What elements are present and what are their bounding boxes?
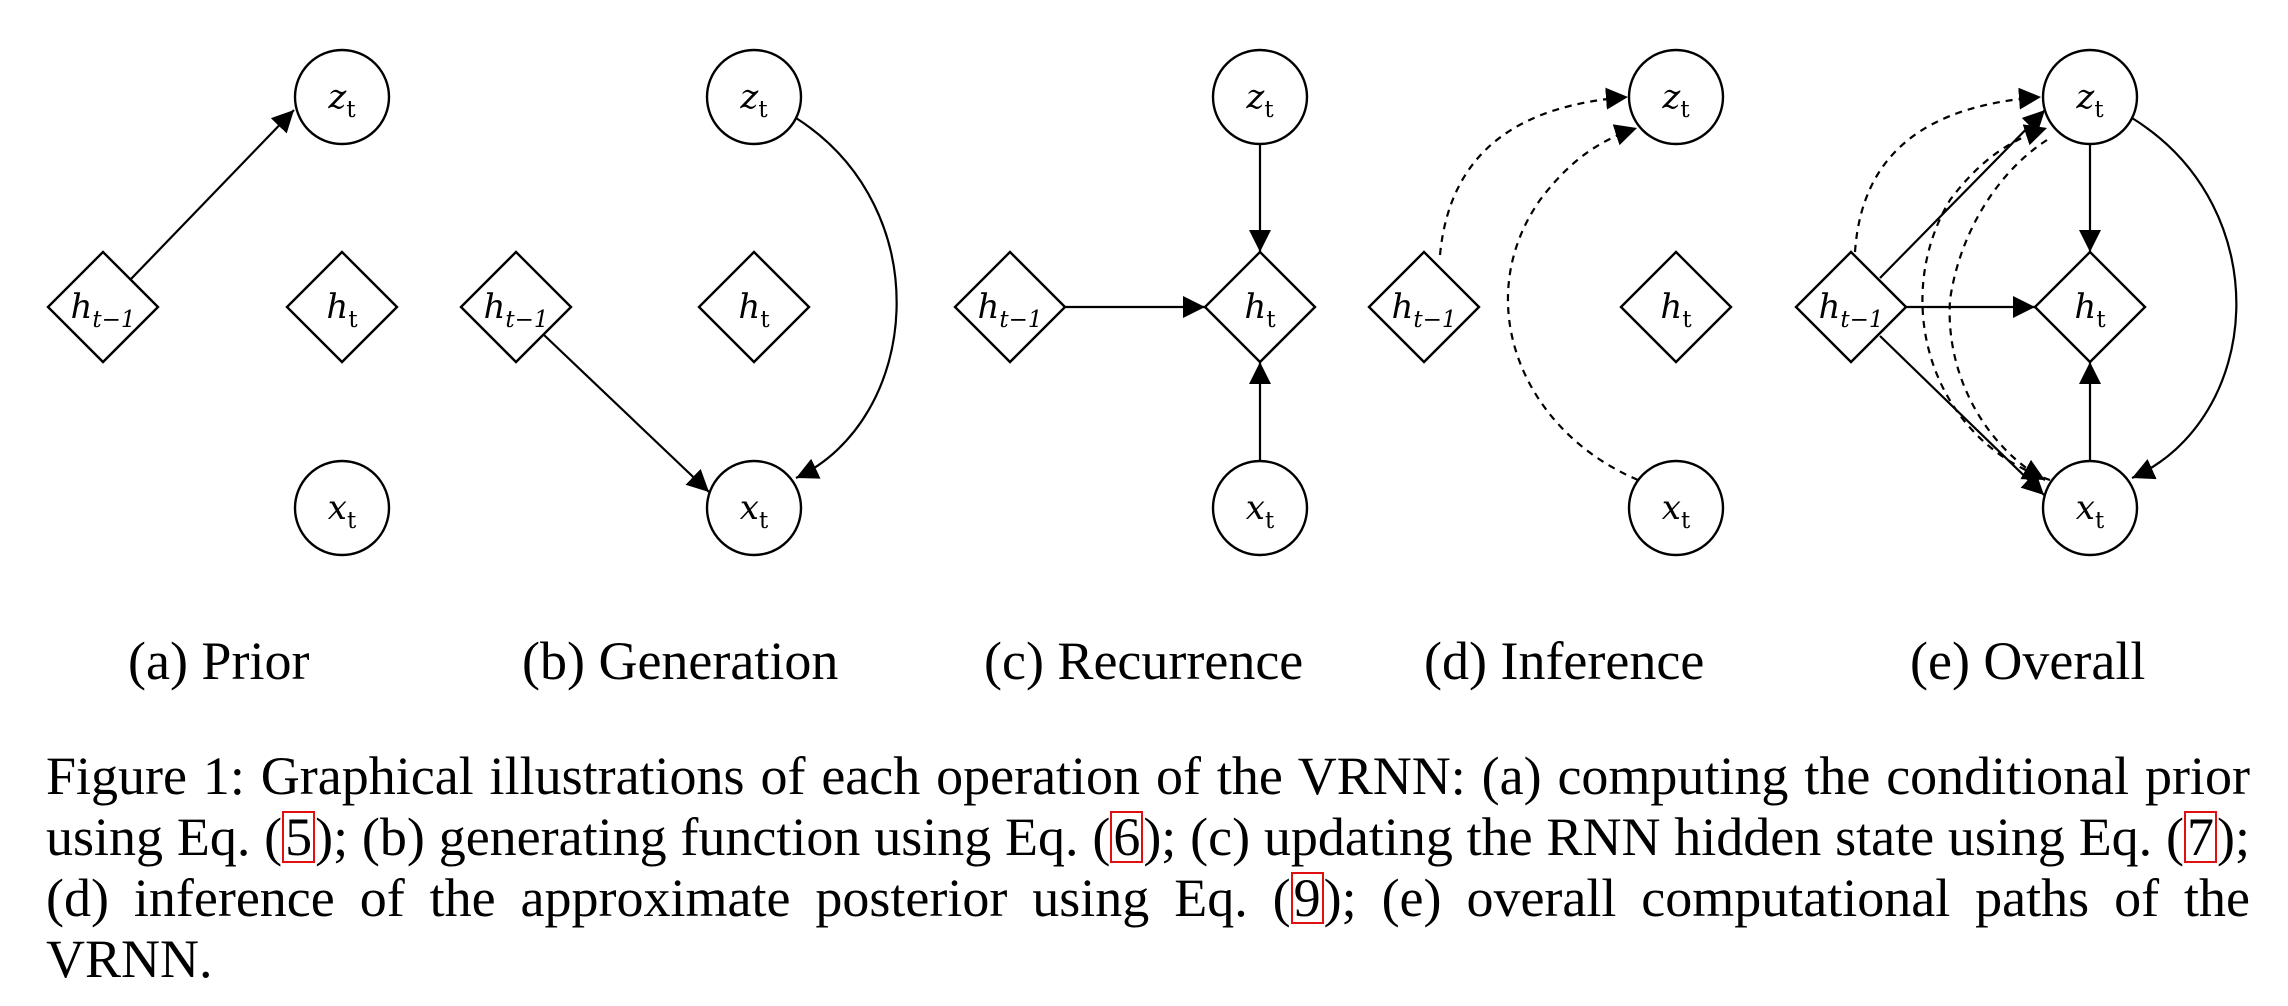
node-z-c: zt xyxy=(1211,48,1309,146)
node-hprev-a: ht−1 xyxy=(46,250,160,364)
node-h-a: ht xyxy=(285,250,399,364)
svg-text:zt: zt xyxy=(327,77,356,123)
edge-hprev-to-z-e xyxy=(1879,109,2046,279)
node-h-c: ht xyxy=(1203,250,1317,364)
equation-ref-5[interactable]: 5 xyxy=(282,810,316,864)
node-z-a: zt xyxy=(293,48,391,146)
svg-text:ht−1: ht−1 xyxy=(1391,287,1456,333)
node-hprev-e: ht−1 xyxy=(1794,250,1908,364)
svg-text:zt: zt xyxy=(2075,77,2104,123)
svg-text:ht: ht xyxy=(1244,287,1276,333)
equation-ref-7[interactable]: 7 xyxy=(2183,810,2217,864)
vrnn-figure: zt ht−1 ht xt zt ht−1 ht xt zt ht−1 ht xt zt ht−1 ht xt… xyxy=(46,48,2238,557)
subfigure-label-recurrence: (c) Recurrence xyxy=(984,631,1304,691)
svg-text:ht−1: ht−1 xyxy=(483,287,548,333)
svg-text:ht−1: ht−1 xyxy=(70,287,135,333)
subfigure-label-generation: (b) Generation xyxy=(522,631,839,691)
node-x-c: xt xyxy=(1211,459,1309,557)
node-h-d: ht xyxy=(1619,250,1733,364)
svg-text:xt: xt xyxy=(740,488,769,534)
svg-text:ht: ht xyxy=(1660,287,1692,333)
edge-z-to-x-e-dashed xyxy=(1948,139,2048,481)
node-h-e: ht xyxy=(2033,250,2147,364)
edge-x-to-z-e-dashed xyxy=(1921,124,2051,482)
edge-hprev-to-z-a xyxy=(130,109,295,280)
caption-prefix: Figure 1: Graphical illustrations of eac… xyxy=(46,746,2250,867)
node-z-b: zt xyxy=(705,48,803,146)
node-hprev-c: ht−1 xyxy=(953,250,1067,364)
svg-text:xt: xt xyxy=(328,488,357,534)
svg-text:zt: zt xyxy=(739,77,768,123)
svg-text:ht−1: ht−1 xyxy=(977,287,1042,333)
equation-ref-6[interactable]: 6 xyxy=(1110,810,1144,864)
edge-hprev-to-x-b xyxy=(543,334,710,493)
svg-text:ht−1: ht−1 xyxy=(1818,287,1883,333)
svg-text:ht: ht xyxy=(738,287,770,333)
vrnn-diagram: zt ht−1 ht xt zt ht−1 ht xt zt ht−1 ht xt zt ht−1 ht xt… xyxy=(46,48,2238,557)
node-h-b: ht xyxy=(697,250,811,364)
svg-text:ht: ht xyxy=(2074,287,2106,333)
svg-text:ht: ht xyxy=(326,287,358,333)
edge-z-to-x-e xyxy=(2131,117,2238,480)
node-z-e: zt xyxy=(2041,48,2139,146)
subfigure-label-overall: (e) Overall xyxy=(1910,631,2146,691)
svg-text:xt: xt xyxy=(1246,488,1275,534)
svg-text:zt: zt xyxy=(1245,77,1274,123)
edge-hprev-to-x-e xyxy=(1879,335,2045,496)
caption-part-3: ); (c) updating the RNN hidden state usi… xyxy=(1143,807,2184,867)
equation-ref-9[interactable]: 9 xyxy=(1290,871,1324,925)
subfigure-label-prior: (a) Prior xyxy=(128,631,310,691)
svg-text:xt: xt xyxy=(1662,488,1691,534)
node-hprev-d: ht−1 xyxy=(1367,250,1481,364)
node-x-e: xt xyxy=(2041,459,2139,557)
node-hprev-b: ht−1 xyxy=(459,250,573,364)
node-x-b: xt xyxy=(705,459,803,557)
node-x-a: xt xyxy=(293,459,391,557)
caption-part-2: ); (b) generating function using Eq. ( xyxy=(315,807,1111,867)
edge-hprev-to-z-e-dashed xyxy=(1853,87,2042,253)
svg-text:xt: xt xyxy=(2076,488,2105,534)
caption-part-4: ); (d) inference of the approximate post… xyxy=(46,807,2250,928)
node-z-d: zt xyxy=(1627,48,1725,146)
edge-z-to-x-b xyxy=(795,117,898,479)
figure-caption: Figure 1: Graphical illustrations of eac… xyxy=(46,746,2250,990)
subfigure-label-inference: (d) Inference xyxy=(1424,631,1705,691)
caption-suffix: ); (e) overall computational paths of th… xyxy=(46,868,2250,989)
edge-hprev-to-z-d xyxy=(1438,87,1629,256)
edge-x-to-z-d xyxy=(1506,124,1639,482)
node-x-d: xt xyxy=(1627,459,1725,557)
svg-text:zt: zt xyxy=(1661,77,1690,123)
